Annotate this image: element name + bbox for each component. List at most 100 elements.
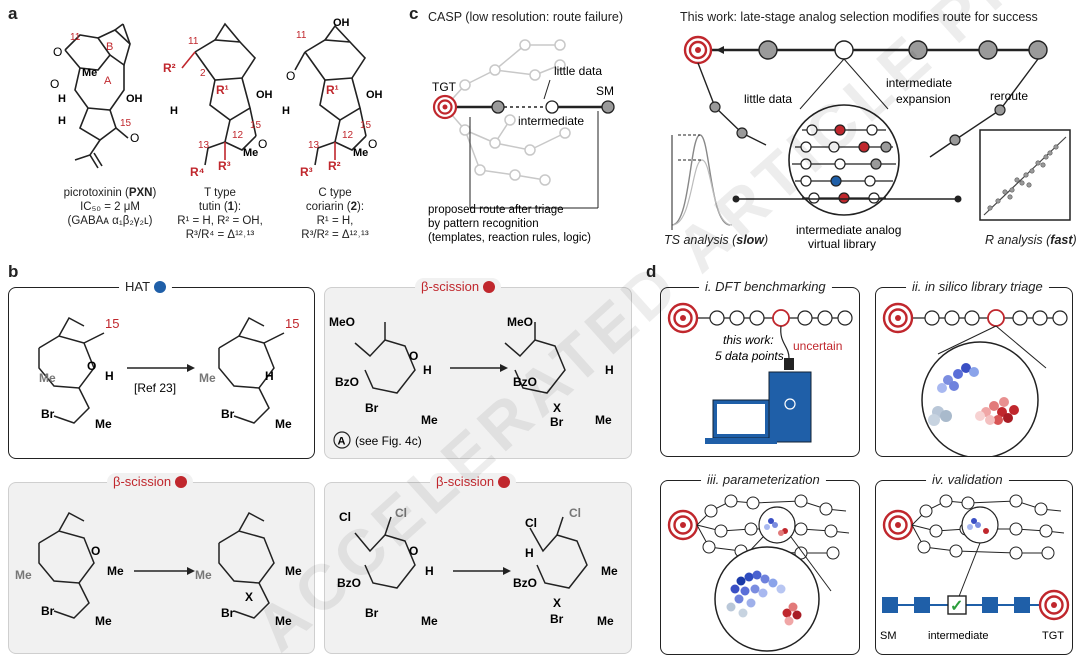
pxn-O2: O — [50, 77, 59, 91]
b3-br1: Br — [365, 606, 379, 620]
tutin-oh: OH — [256, 89, 273, 101]
pxn-ringA: A — [104, 75, 112, 87]
b3-x: X — [553, 596, 561, 610]
b3-O: O — [409, 544, 418, 558]
iv-check-icon — [947, 595, 967, 615]
beta-label-1: β-scission — [415, 278, 502, 296]
b2-O: O — [91, 544, 100, 558]
b2-br2: Br — [221, 606, 235, 620]
panel-a: O O 11 A B Me OH H H 15 O 11 R² 2 R¹ OH … — [20, 10, 410, 260]
pxn-h2: H — [58, 115, 66, 127]
ts-analysis-label: TS analysis (slow) — [664, 233, 769, 247]
hat-H: H — [105, 369, 114, 383]
iv-square-4 — [1014, 597, 1030, 613]
panel-c-diagram: TGT SM intermediate little data proposed… — [428, 35, 1071, 251]
cor-oh2: OH — [366, 89, 383, 101]
beta-label-3: β-scission — [430, 473, 517, 491]
beta-box-2: β-scission O Me Me Me Me X Br Br Me Me — [8, 473, 315, 654]
tutin-n11: 11 — [188, 36, 199, 47]
hat-H2: H — [265, 369, 274, 383]
b3-H2: H — [525, 546, 534, 560]
d-box-ii: ii. in silico library triage — [875, 278, 1073, 459]
work-node-intermediate — [834, 40, 854, 60]
beta-scheme-2: O Me Me Me Me X Br Br Me Me — [15, 511, 302, 628]
beta-box-3: β-scission Cl Cl Cl Cl O H H Me BzO BzO … — [324, 473, 632, 654]
cor-h: H — [282, 105, 290, 117]
b1-H: H — [423, 363, 432, 377]
tutin-n12: 12 — [232, 130, 244, 141]
tutin-h: H — [170, 105, 178, 117]
b3-bzo1: BzO — [337, 576, 361, 590]
b2-me2: Me — [285, 564, 302, 578]
d-box-i: i. DFT benchmarking this work: 5 data po… — [660, 278, 860, 457]
work-node-2 — [908, 40, 928, 60]
hat-ref: [Ref 23] — [134, 381, 176, 395]
hat-n15a: 15 — [105, 316, 119, 331]
b1-me2: Me — [595, 413, 612, 427]
coriarin-caption: C type coriarin (2): R¹ = H, R³/R² = Δ¹²… — [301, 187, 369, 241]
hat-box: HAT [Ref 23] 15 15 O H H Me Me Br Br Me … — [8, 278, 315, 459]
pxn-h1: H — [58, 93, 66, 105]
b1-x: X — [553, 401, 561, 415]
b1-meo1: MeO — [329, 315, 355, 329]
b3-H: H — [425, 564, 434, 578]
iv-square-1 — [882, 597, 898, 613]
this-work-1: this work: — [723, 333, 774, 347]
pxn-oh: OH — [126, 93, 143, 105]
b3-cl2: Cl — [395, 506, 407, 520]
panel-label-d: d — [646, 262, 657, 281]
pxn-me: Me — [82, 67, 97, 79]
b1-circ-a-label: A — [338, 436, 346, 448]
work-reroute: reroute — [990, 89, 1028, 103]
casp-node-intermediate — [545, 100, 559, 114]
pxn-n11: 11 — [70, 32, 81, 43]
beta-box-1: β-scission MeO MeO O H H BzO BzO Br Br X… — [324, 278, 632, 459]
b1-O: O — [409, 349, 418, 363]
cor-n15: 15 — [360, 120, 372, 131]
pxn-O: O — [53, 45, 62, 59]
d-box-iii: iii. parameterization — [660, 471, 860, 655]
b1-bzo2: BzO — [513, 375, 537, 389]
b3-cl4: Cl — [569, 506, 581, 520]
b3-bzo2: BzO — [513, 576, 537, 590]
b2-me4: Me — [195, 568, 212, 582]
d-iii-cluster — [714, 546, 820, 652]
cor-r3: R³ — [300, 165, 313, 179]
b1-circ-a — [333, 431, 351, 449]
casp-sm: SM — [596, 84, 614, 98]
b3-cl1: Cl — [339, 510, 351, 524]
r-analysis-label: R analysis (fast) — [985, 233, 1077, 247]
beta-dot-2 — [175, 476, 188, 488]
hat-me3: Me — [95, 417, 112, 431]
cor-O2: O — [368, 137, 377, 151]
triage-line-2: by pattern recognition — [428, 218, 539, 230]
tutin-r3: R³ — [218, 159, 231, 173]
d-label-i: i. DFT benchmarking — [699, 278, 832, 296]
b3-me1: Me — [601, 564, 618, 578]
iv-intermediate: intermediate — [928, 630, 989, 642]
iv-tgt: TGT — [1042, 630, 1064, 642]
hat-me2: Me — [199, 371, 216, 385]
casp-node-sm — [601, 100, 615, 114]
beta-dot-3 — [498, 476, 511, 488]
tutin-r1: R¹ — [216, 83, 229, 97]
cor-me: Me — [353, 147, 368, 159]
d-ii-cluster — [921, 341, 1039, 459]
beta-label-2: β-scission — [107, 473, 194, 491]
casp-tgt: TGT — [432, 80, 457, 94]
work-node-1 — [758, 40, 778, 60]
this-work-2: 5 data points — [715, 349, 784, 363]
pxn-O3: O — [130, 131, 139, 145]
iv-square-2 — [914, 597, 930, 613]
hat-me4: Me — [275, 417, 292, 431]
hat-me1: Me — [39, 371, 56, 385]
b1-br1: Br — [365, 401, 379, 415]
b2-me6: Me — [275, 614, 292, 628]
work-little-data: little data — [744, 92, 792, 106]
b1-see-fig: (see Fig. 4c) — [355, 434, 422, 448]
panel-label-b: b — [8, 262, 19, 281]
beta-scheme-1: MeO MeO O H H BzO BzO Br Br X Me Me A (s… — [329, 315, 614, 449]
cor-r1: R¹ — [326, 83, 339, 97]
casp-little-data: little data — [554, 64, 602, 78]
hat-O: O — [87, 359, 96, 373]
